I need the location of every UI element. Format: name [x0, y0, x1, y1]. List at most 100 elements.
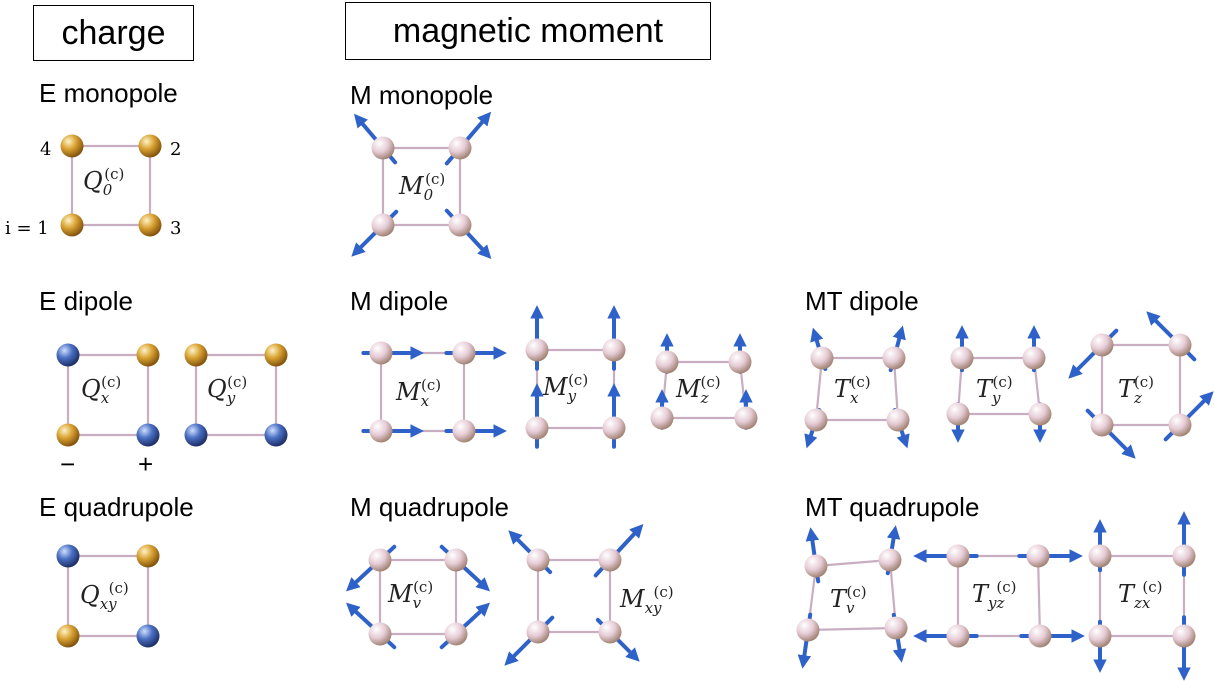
atom-sphere — [138, 213, 162, 237]
e-quadrupole-title: E quadrupole — [39, 492, 194, 522]
atom-sphere — [1088, 544, 1112, 568]
atom-sphere — [886, 408, 910, 432]
symbol-Tzx: Tzx(c) — [1118, 578, 1163, 612]
atom-sphere — [804, 408, 828, 432]
symbol-Qxy: Qxy(c) — [80, 579, 129, 613]
atom-sphere — [60, 134, 84, 158]
atom-sphere — [1168, 333, 1192, 357]
atom-sphere — [655, 350, 679, 374]
atom-sphere — [1026, 544, 1050, 568]
atom-sphere — [946, 544, 970, 568]
atom-sphere — [369, 419, 393, 443]
atom-sphere — [138, 134, 162, 158]
mt-dipole-title: MT dipole — [805, 286, 919, 316]
magnetic-moment-header-text: magnetic moment — [392, 11, 664, 50]
atom-sphere — [1022, 346, 1046, 370]
atom-sphere — [136, 423, 160, 447]
plaquette-Tyz — [913, 544, 1085, 648]
plaquette-Tzx — [1088, 511, 1196, 681]
e-dipole-title: E dipole — [39, 286, 133, 316]
atom-sphere — [448, 136, 472, 160]
plaquette-My — [525, 305, 626, 449]
atom-sphere — [598, 548, 622, 572]
plaquette-Mv — [346, 544, 490, 650]
atom-sphere — [950, 346, 974, 370]
atom-sphere — [56, 343, 80, 367]
symbol-Mxy: Mxy(c) — [620, 583, 674, 617]
symbol-Qy: Qy(c) — [207, 373, 248, 407]
atom-sphere — [452, 341, 476, 365]
magnetic-moment-header: magnetic moment — [345, 2, 711, 60]
plus-sign: + — [138, 449, 154, 479]
site-label-2: 2 — [170, 139, 182, 160]
atom-sphere — [884, 616, 908, 640]
atom-sphere — [810, 346, 834, 370]
plaquette-Tx — [804, 325, 910, 449]
symbol-My: My(c) — [543, 371, 589, 405]
atom-sphere — [526, 548, 550, 572]
site-label-3: 3 — [170, 218, 182, 239]
plaquette-Tv — [796, 525, 908, 669]
e-monopole-title: E monopole — [39, 78, 178, 108]
minus-sign: − — [60, 449, 76, 479]
atom-sphere — [368, 622, 392, 646]
atom-sphere — [56, 544, 80, 568]
atom-sphere — [728, 350, 752, 374]
atom-sphere — [136, 343, 160, 367]
charge-header: charge — [33, 5, 194, 61]
atom-sphere — [56, 624, 80, 648]
m-quadrupole-title: M quadrupole — [350, 492, 509, 522]
plaquette-Qx — [56, 343, 160, 447]
symbol-Tz: Tz(c) — [1118, 373, 1155, 407]
mt-quadrupole-title: MT quadrupole — [805, 492, 980, 522]
symbol-Qx: Qx(c) — [81, 373, 122, 407]
symbol-Mz: Mz(c) — [676, 373, 721, 407]
plaquette-Q0 — [60, 134, 162, 237]
atom-sphere — [602, 416, 626, 440]
symbol-Tyz: Tyz(c) — [972, 578, 1017, 612]
atom-sphere — [264, 423, 288, 447]
plaquette-Qxy — [56, 544, 160, 648]
plaquette-Ty — [946, 325, 1052, 443]
site-label-4: 4 — [40, 139, 52, 160]
atom-sphere — [369, 341, 393, 365]
atom-sphere — [734, 406, 758, 430]
atom-sphere — [946, 402, 970, 426]
symbol-Tx: Tx(c) — [834, 373, 871, 407]
atom-sphere — [136, 624, 160, 648]
atom-sphere — [878, 548, 902, 572]
atom-sphere — [1028, 402, 1052, 426]
m-dipole-title: M dipole — [350, 286, 449, 316]
atom-sphere — [598, 620, 622, 644]
symbol-Tv: Tv(c) — [830, 583, 867, 617]
charge-header-text: charge — [61, 13, 166, 52]
atom-sphere — [882, 346, 906, 370]
atom-sphere — [264, 343, 288, 367]
m-monopole-title: M monopole — [350, 80, 494, 110]
atom-sphere — [1168, 413, 1192, 437]
plaquette-Mx — [361, 341, 507, 443]
atom-sphere — [1090, 333, 1114, 357]
atom-sphere — [804, 554, 828, 578]
atom-sphere — [525, 338, 549, 362]
atom-sphere — [448, 213, 472, 237]
site-label-1: i = 1 — [5, 218, 49, 239]
plaquette-Mxy — [504, 524, 644, 666]
atom-sphere — [371, 213, 395, 237]
atom-sphere — [371, 136, 395, 160]
plaquette-M0 — [351, 111, 492, 259]
atom-sphere — [184, 343, 208, 367]
plaquette-Qy — [184, 343, 288, 447]
atom-sphere — [136, 544, 160, 568]
atom-sphere — [525, 416, 549, 440]
atom-sphere — [368, 548, 392, 572]
atom-sphere — [452, 419, 476, 443]
atom-sphere — [444, 548, 468, 572]
plaquette-Tz — [1068, 311, 1214, 459]
symbol-Ty: Ty(c) — [976, 373, 1013, 407]
atom-sphere — [56, 423, 80, 447]
atom-sphere — [602, 338, 626, 362]
atom-sphere — [1028, 624, 1052, 648]
symbol-Q0: Q0(c) — [83, 165, 125, 199]
